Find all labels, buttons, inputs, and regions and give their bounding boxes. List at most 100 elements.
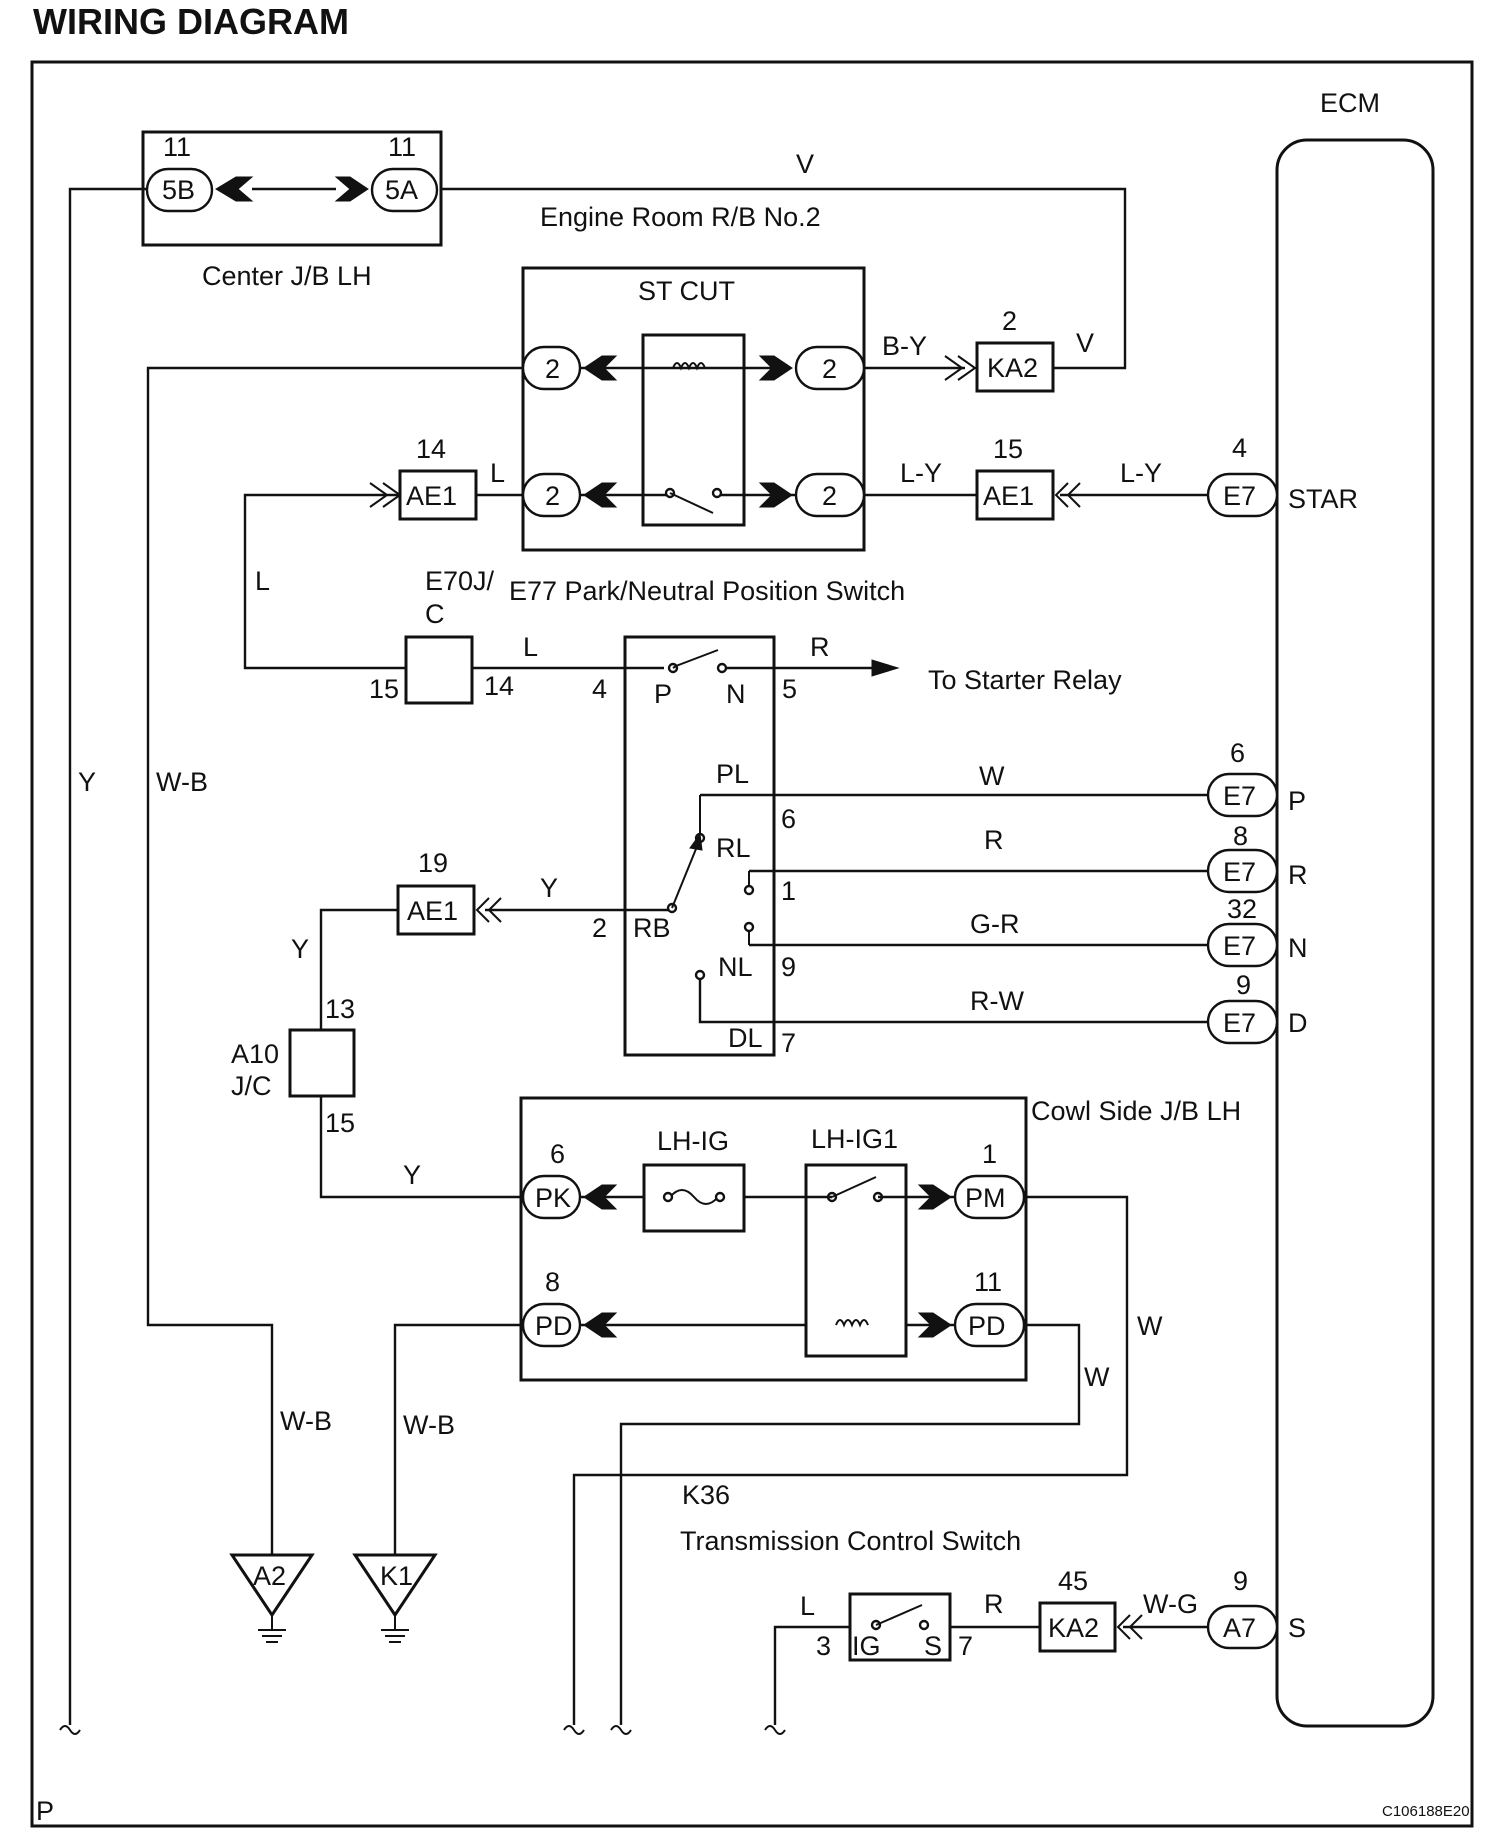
wire-rw-d bbox=[698, 977, 1210, 1024]
chevron-st-tl bbox=[583, 355, 618, 381]
st-cut-box bbox=[521, 266, 866, 552]
fuse-lh-ig bbox=[642, 1163, 746, 1233]
a10-jc: A10 J/C 13 15 bbox=[231, 994, 356, 1138]
wire-label-r-starter: R bbox=[810, 632, 830, 662]
conn-ae1-right bbox=[975, 469, 1055, 521]
break-w-pm bbox=[563, 1725, 585, 1735]
pnp-term-rl: RL bbox=[716, 833, 751, 863]
wire-label-w-pd: W bbox=[1084, 1362, 1110, 1392]
pnp-term-pl: PL bbox=[716, 759, 749, 789]
coil-icon bbox=[672, 362, 706, 371]
dl-contact bbox=[694, 969, 706, 981]
wire-stcut-internal bbox=[580, 366, 806, 497]
relay-lh-ig1-label: LH-IG1 bbox=[811, 1124, 898, 1154]
e70-jc: E70J/ C 15 14 bbox=[369, 566, 514, 705]
wire-label-wg: W-G bbox=[1143, 1589, 1198, 1619]
conn-e7-r bbox=[1206, 848, 1279, 894]
conn-e7-d-pin: 9 bbox=[1236, 970, 1251, 1000]
relay-lh-ig1 bbox=[804, 1163, 908, 1358]
conn-ka2-bottom-pin: 45 bbox=[1058, 1566, 1088, 1596]
e70-pin-left: 15 bbox=[369, 674, 399, 704]
pnp-pin-4: 4 bbox=[592, 674, 607, 704]
transmission-control-switch: K36 Transmission Control Switch IG S 3 7 bbox=[680, 1480, 1021, 1662]
wire-w-pd bbox=[619, 1323, 1081, 1725]
tcs-box bbox=[848, 1592, 952, 1662]
conn-e7-star-label: E7 bbox=[1223, 481, 1256, 511]
wire-v-top bbox=[442, 187, 1127, 370]
arrow-ae1-right bbox=[1054, 482, 1081, 508]
chevron-5b bbox=[215, 176, 254, 202]
conn-pd-left-label: PD bbox=[535, 1311, 573, 1341]
break-l-tcs bbox=[764, 1725, 786, 1735]
page-marker: P bbox=[36, 1796, 54, 1826]
pnp-term-nl: NL bbox=[718, 952, 753, 982]
center-jb-pin-right: 11 bbox=[388, 132, 416, 162]
conn-e7-n bbox=[1206, 922, 1279, 968]
conn-pk-pin: 6 bbox=[550, 1139, 565, 1169]
fuse-icon bbox=[669, 1189, 719, 1205]
e70-label-2: C bbox=[425, 599, 445, 629]
st-cut-label: ST CUT bbox=[638, 276, 735, 306]
wire-label-w-p: W bbox=[979, 761, 1005, 791]
conn-e7-d-label: E7 bbox=[1223, 1008, 1256, 1038]
nl-contact bbox=[743, 921, 755, 933]
st-cut-relay: ST CUT 2 2 2 2 bbox=[521, 266, 866, 552]
wire-label-l-tcs: L bbox=[800, 1591, 815, 1621]
wire-w-pm bbox=[572, 1195, 1129, 1725]
image-code: C106188E20 bbox=[1382, 1803, 1470, 1820]
conn-pd-right-label: PD bbox=[968, 1311, 1006, 1341]
ecm-body bbox=[1275, 138, 1435, 1728]
st-cut-pin-br: 2 bbox=[822, 481, 837, 511]
wire-label-r-tcs: R bbox=[984, 1589, 1004, 1619]
wire-label-w-pm: W bbox=[1137, 1311, 1163, 1341]
ground-a2-symbol bbox=[258, 1615, 286, 1643]
conn-pd-left-pin: 8 bbox=[545, 1267, 560, 1297]
wire-label-y-rb: Y bbox=[540, 873, 558, 903]
switch-blade bbox=[669, 492, 714, 514]
conn-ae1-lower-pin: 19 bbox=[418, 848, 448, 878]
wire-label-wb-k1: W-B bbox=[403, 1410, 455, 1440]
wire-wb-left bbox=[146, 366, 523, 1555]
conn-e7-star bbox=[1206, 472, 1279, 518]
wire-label-wb-a2: W-B bbox=[280, 1406, 332, 1436]
ground-a2: A2 bbox=[229, 1553, 315, 1643]
conn-pm bbox=[953, 1174, 1026, 1220]
conn-pd-left bbox=[521, 1302, 582, 1348]
tcs-pin-ig: 3 bbox=[816, 1631, 831, 1661]
conn-ae1-left-pin: 14 bbox=[416, 434, 446, 464]
chevron-pd-left bbox=[583, 1312, 618, 1338]
tcs-term-ig: IG bbox=[852, 1631, 881, 1661]
conn-ka2-top-label: KA2 bbox=[987, 353, 1038, 383]
arrow-ae1-lower bbox=[475, 897, 502, 923]
arrow-ka2-bottom bbox=[1116, 1614, 1143, 1640]
chevron-pm bbox=[917, 1184, 952, 1210]
pn-contact-n bbox=[716, 662, 728, 674]
wire-label-y-left: Y bbox=[78, 767, 96, 797]
tcs-term-s: S bbox=[924, 1631, 942, 1661]
pnp-term-p: P bbox=[654, 679, 672, 709]
st-cut-conn-tl bbox=[521, 345, 582, 391]
wire-y-a10-top bbox=[319, 908, 398, 1030]
conn-ae1-right-label: AE1 bbox=[983, 481, 1034, 511]
arrow-ka2-top bbox=[944, 355, 977, 381]
pnp-pin-9: 9 bbox=[781, 952, 796, 982]
wire-y-left bbox=[68, 187, 148, 1725]
diagram-frame bbox=[30, 60, 1474, 1828]
a10-label-2: J/C bbox=[231, 1071, 272, 1101]
conn-ae1-left-label: AE1 bbox=[406, 481, 457, 511]
tcs-code: K36 bbox=[682, 1480, 730, 1510]
conn-pm-label: PM bbox=[965, 1183, 1006, 1213]
ground-a2-triangle bbox=[229, 1553, 315, 1618]
wire-label-l-vertical: L bbox=[255, 566, 270, 596]
center-jb-pin-left: 11 bbox=[163, 132, 191, 162]
chevron-st-tr bbox=[758, 355, 793, 381]
pnp-pin-2: 2 bbox=[592, 913, 607, 943]
conn-5a-label: 5A bbox=[385, 175, 418, 205]
pnp-term-n: N bbox=[726, 679, 746, 709]
ground-a2-label: A2 bbox=[253, 1561, 286, 1591]
conn-ka2-top-pin: 2 bbox=[1002, 306, 1017, 336]
conn-pk-label: PK bbox=[535, 1183, 571, 1213]
conn-5b bbox=[145, 167, 214, 213]
fuse-end-r bbox=[714, 1191, 726, 1203]
